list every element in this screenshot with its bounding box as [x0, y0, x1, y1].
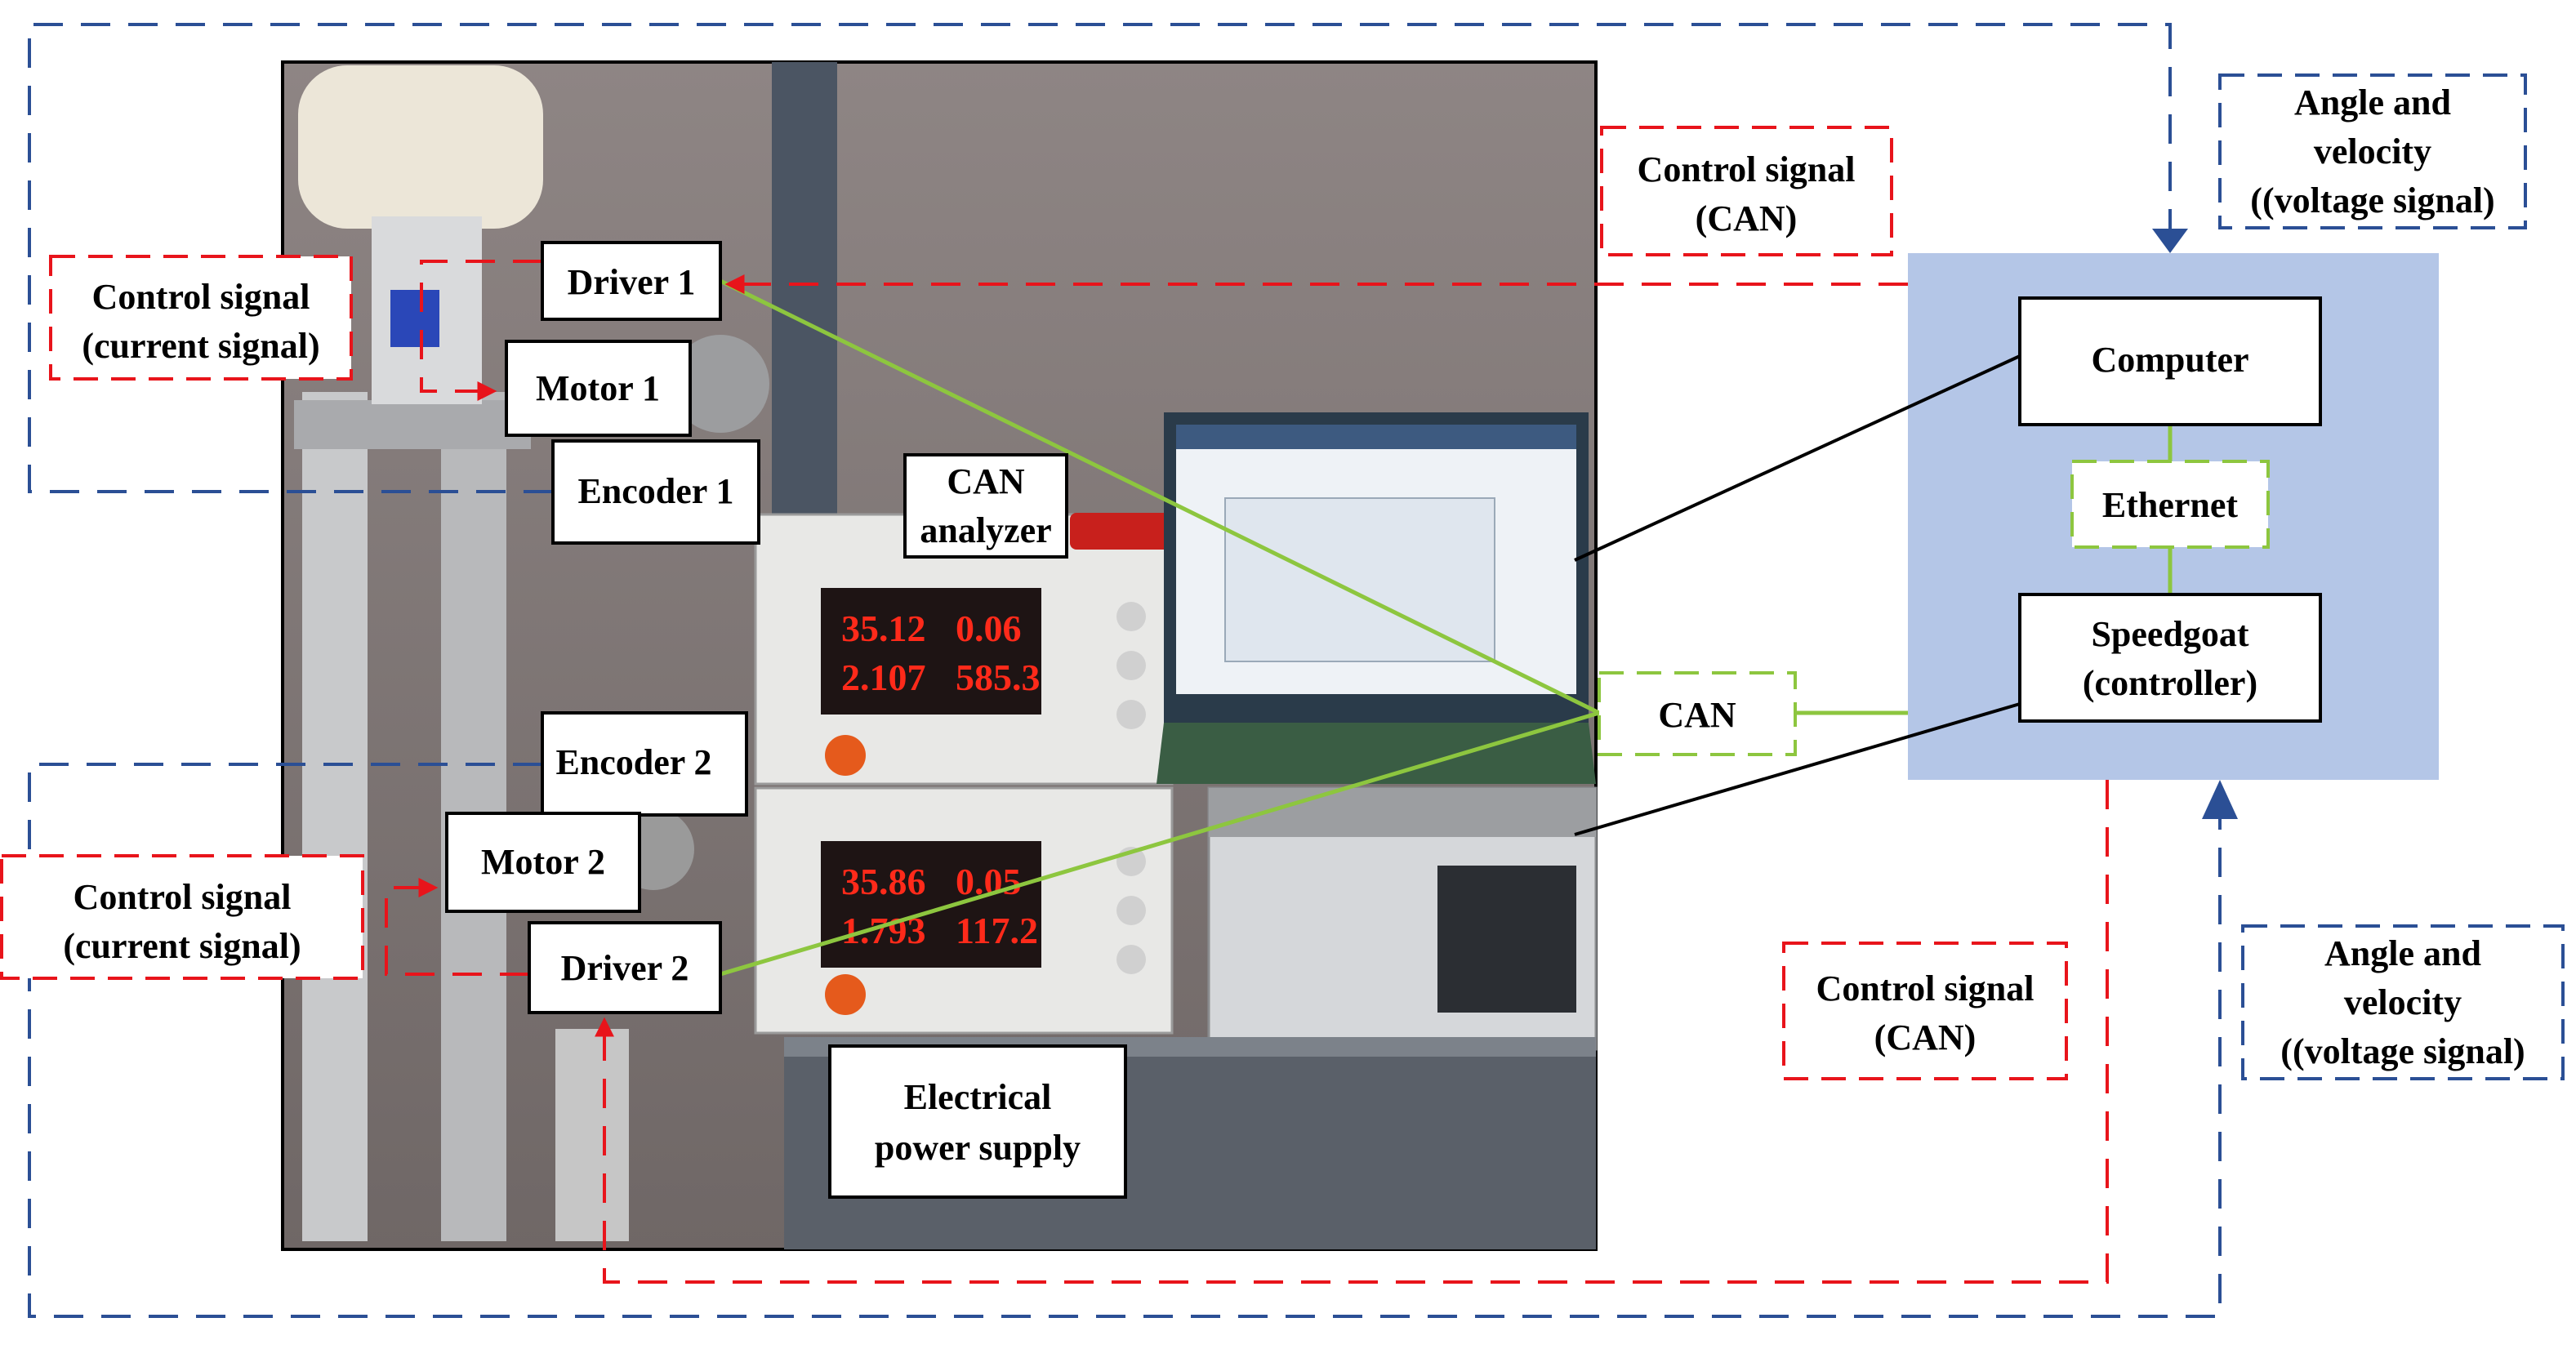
laptop-to-computer-line	[1574, 354, 2021, 562]
computer-label: Computer	[2091, 340, 2248, 380]
ethernet-label: Ethernet	[2102, 485, 2239, 525]
ctrl-can-bot-label-1: Control signal	[1816, 968, 2035, 1008]
angle-velocity-bot-label-3: ((voltage signal)	[2280, 1031, 2525, 1071]
ctrl-can-bot-label-2: (CAN)	[1874, 1017, 1977, 1057]
feedback-loop-encoder1	[28, 23, 2172, 493]
can-box	[1598, 671, 1797, 756]
psu2-value4: 117.2	[956, 910, 1038, 951]
psu1-voltage: 35.12	[841, 608, 926, 649]
encoder1-box	[551, 439, 760, 545]
control-signal-lines	[385, 260, 2109, 1284]
can-bus-lines	[719, 278, 2173, 977]
motor2-box	[445, 812, 641, 913]
angle-velocity-bot-label-1: Angle and	[2324, 933, 2481, 973]
ctrl-can-top-box	[1600, 126, 1893, 256]
power-supply-label-2: power supply	[875, 1128, 1081, 1168]
can-control-line-driver2	[595, 780, 2109, 1284]
encoder1-label: Encoder 1	[577, 471, 733, 511]
encoder2-box	[541, 711, 748, 817]
can-line-driver1	[719, 278, 1601, 715]
angle-velocity-top-label-2: velocity	[2314, 131, 2431, 171]
ctrl-current-bot-label-2: (current signal)	[63, 926, 301, 966]
can-line-driver2	[720, 710, 1600, 977]
ctrl-current-bot-box	[0, 854, 364, 980]
can-label: CAN	[1658, 695, 1736, 735]
computer-box	[2018, 296, 2322, 426]
motor1-box	[505, 340, 692, 437]
motor2-label: Motor 2	[481, 842, 605, 882]
angle-velocity-bot-box	[2241, 924, 2565, 1080]
psu1-value3: 2.107	[841, 657, 926, 698]
power-supply-unit-2: 35.86 0.05 1.793 117.2	[754, 786, 1174, 1035]
ctrl-current-top-label-2: (current signal)	[82, 326, 319, 366]
ctrl-can-bot-box	[1782, 942, 2068, 1080]
ethernet-box	[2070, 460, 2270, 549]
lab-setup-photo: 35.12 0.06 2.107 585.3 35.86 0.05 1.793 …	[281, 60, 1598, 1251]
angle-velocity-top-box	[2218, 73, 2527, 229]
ctrl-current-bot-label-1: Control signal	[74, 877, 292, 917]
power-supply-box	[828, 1044, 1127, 1199]
angle-velocity-top-label-3: ((voltage signal)	[2250, 180, 2494, 220]
driver2-box	[528, 921, 722, 1014]
ctrl-current-top-box	[49, 255, 353, 381]
angle-velocity-bot-label-2: velocity	[2344, 982, 2462, 1022]
speedgoat-label-1: Speedgoat	[2091, 614, 2248, 654]
feedback-arrow-bottom	[2202, 780, 2238, 819]
ctrl-can-top-label-2: (CAN)	[1696, 198, 1798, 238]
can-analyzer-device	[1070, 513, 1172, 550]
feedback-arrow-top	[2152, 229, 2188, 253]
current-control-line-motor1	[420, 260, 542, 401]
current-control-line-motor2	[385, 878, 529, 976]
can-analyzer-box	[903, 453, 1068, 559]
encoder2-label: Encoder 2	[555, 742, 711, 782]
driver2-label: Driver 2	[561, 948, 689, 988]
can-analyzer-label-2: analyzer	[920, 510, 1051, 550]
angle-velocity-top-label-1: Angle and	[2294, 82, 2451, 122]
driver1-box	[541, 241, 722, 321]
power-supply-label-1: Electrical	[904, 1077, 1052, 1117]
power-supply-unit-1: 35.12 0.06 2.107 585.3	[754, 513, 1174, 786]
ctrl-current-top-label-1: Control signal	[92, 277, 310, 317]
psu1-current: 0.06	[956, 608, 1022, 649]
ctrl-can-top-label-1: Control signal	[1638, 149, 1856, 189]
speedgoat-hardware	[1207, 786, 1598, 1051]
feedback-loop-encoder2	[28, 763, 2222, 1318]
feedback-loops	[28, 23, 2222, 1318]
speedgoat-box	[2018, 593, 2322, 723]
driver1-label: Driver 1	[568, 262, 696, 302]
device-connector-lines	[1574, 354, 2021, 836]
psu2-voltage: 35.86	[841, 861, 926, 902]
can-analyzer-label-1: CAN	[947, 461, 1025, 501]
motor1-label: Motor 1	[536, 368, 660, 408]
speedgoat-label-2: (controller)	[2083, 663, 2257, 703]
laptop	[1157, 412, 1596, 784]
speedgoat-hw-to-controller-line	[1574, 702, 2021, 836]
psu1-value4: 585.3	[956, 657, 1041, 698]
